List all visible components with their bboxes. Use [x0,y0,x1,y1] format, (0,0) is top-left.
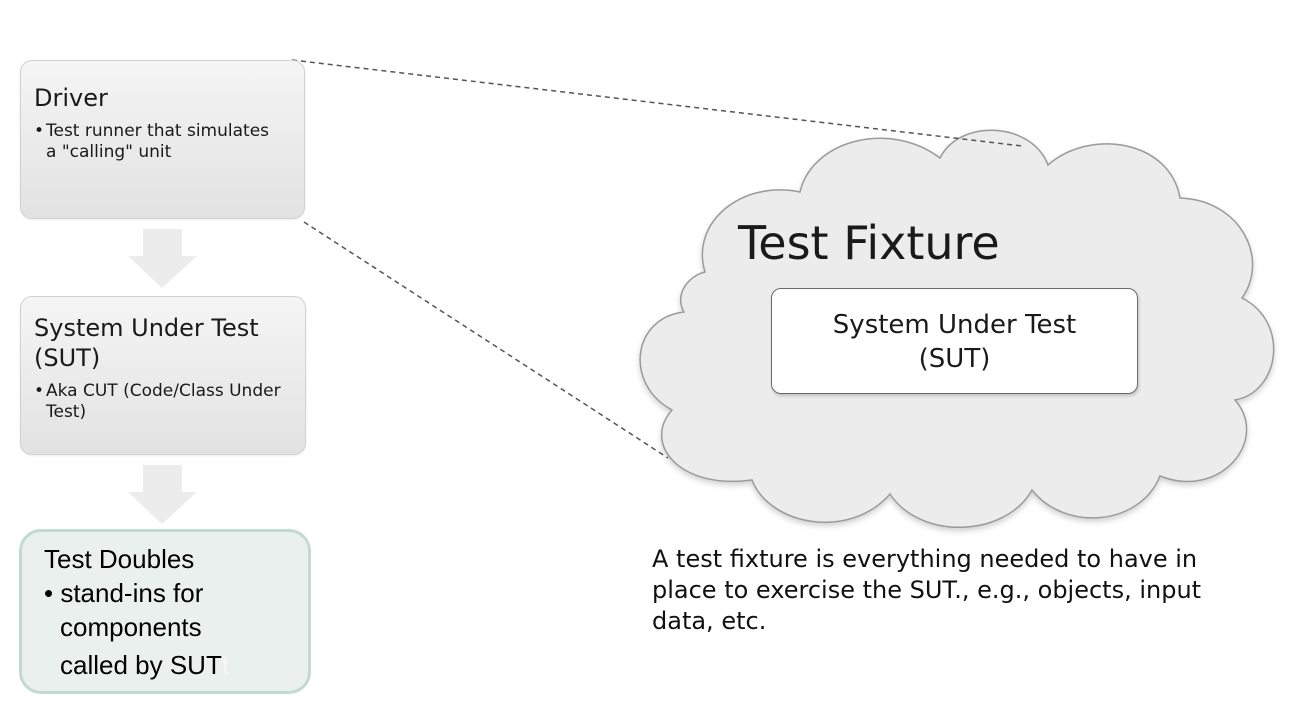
test-fixture-title: Test Fixture [738,216,1000,270]
test-doubles-title: Test Doubles [44,544,195,574]
sut-title-line1: System Under Test [34,314,259,342]
fixture-sut-line1: System Under Test [832,310,1077,340]
test-doubles-line3: called by SUT [60,650,222,680]
down-arrow-1 [128,229,197,288]
fixture-caption: A test fixture is everything needed to h… [652,545,1202,635]
sut-title-line2: (SUT) [34,344,101,372]
fixture-sut-line2: (SUT) [918,344,991,374]
dashed-connector-top [291,59,1023,147]
sut-box: System Under Test (SUT) Aka CUT (Code/Cl… [20,296,306,455]
test-doubles-line1: • stand-ins for [44,578,204,608]
test-doubles-line2: components [60,612,202,642]
driver-box: Driver Test runner that simulates a "cal… [20,60,305,219]
test-doubles-faint-char: t [221,650,230,680]
sut-bullet: Aka CUT (Code/Class Under Test) [34,381,286,423]
down-arrow-2 [128,465,197,524]
driver-title: Driver [34,84,108,112]
fixture-sut-box: System Under Test (SUT) [771,288,1138,394]
driver-bullet: Test runner that simulates a "calling" u… [34,121,271,163]
test-doubles-box: Test Doubles • stand-ins for components … [19,529,311,694]
dashed-connector-bottom [303,221,669,459]
test-doubles-line3-wrap: called by SUTt [44,648,298,682]
